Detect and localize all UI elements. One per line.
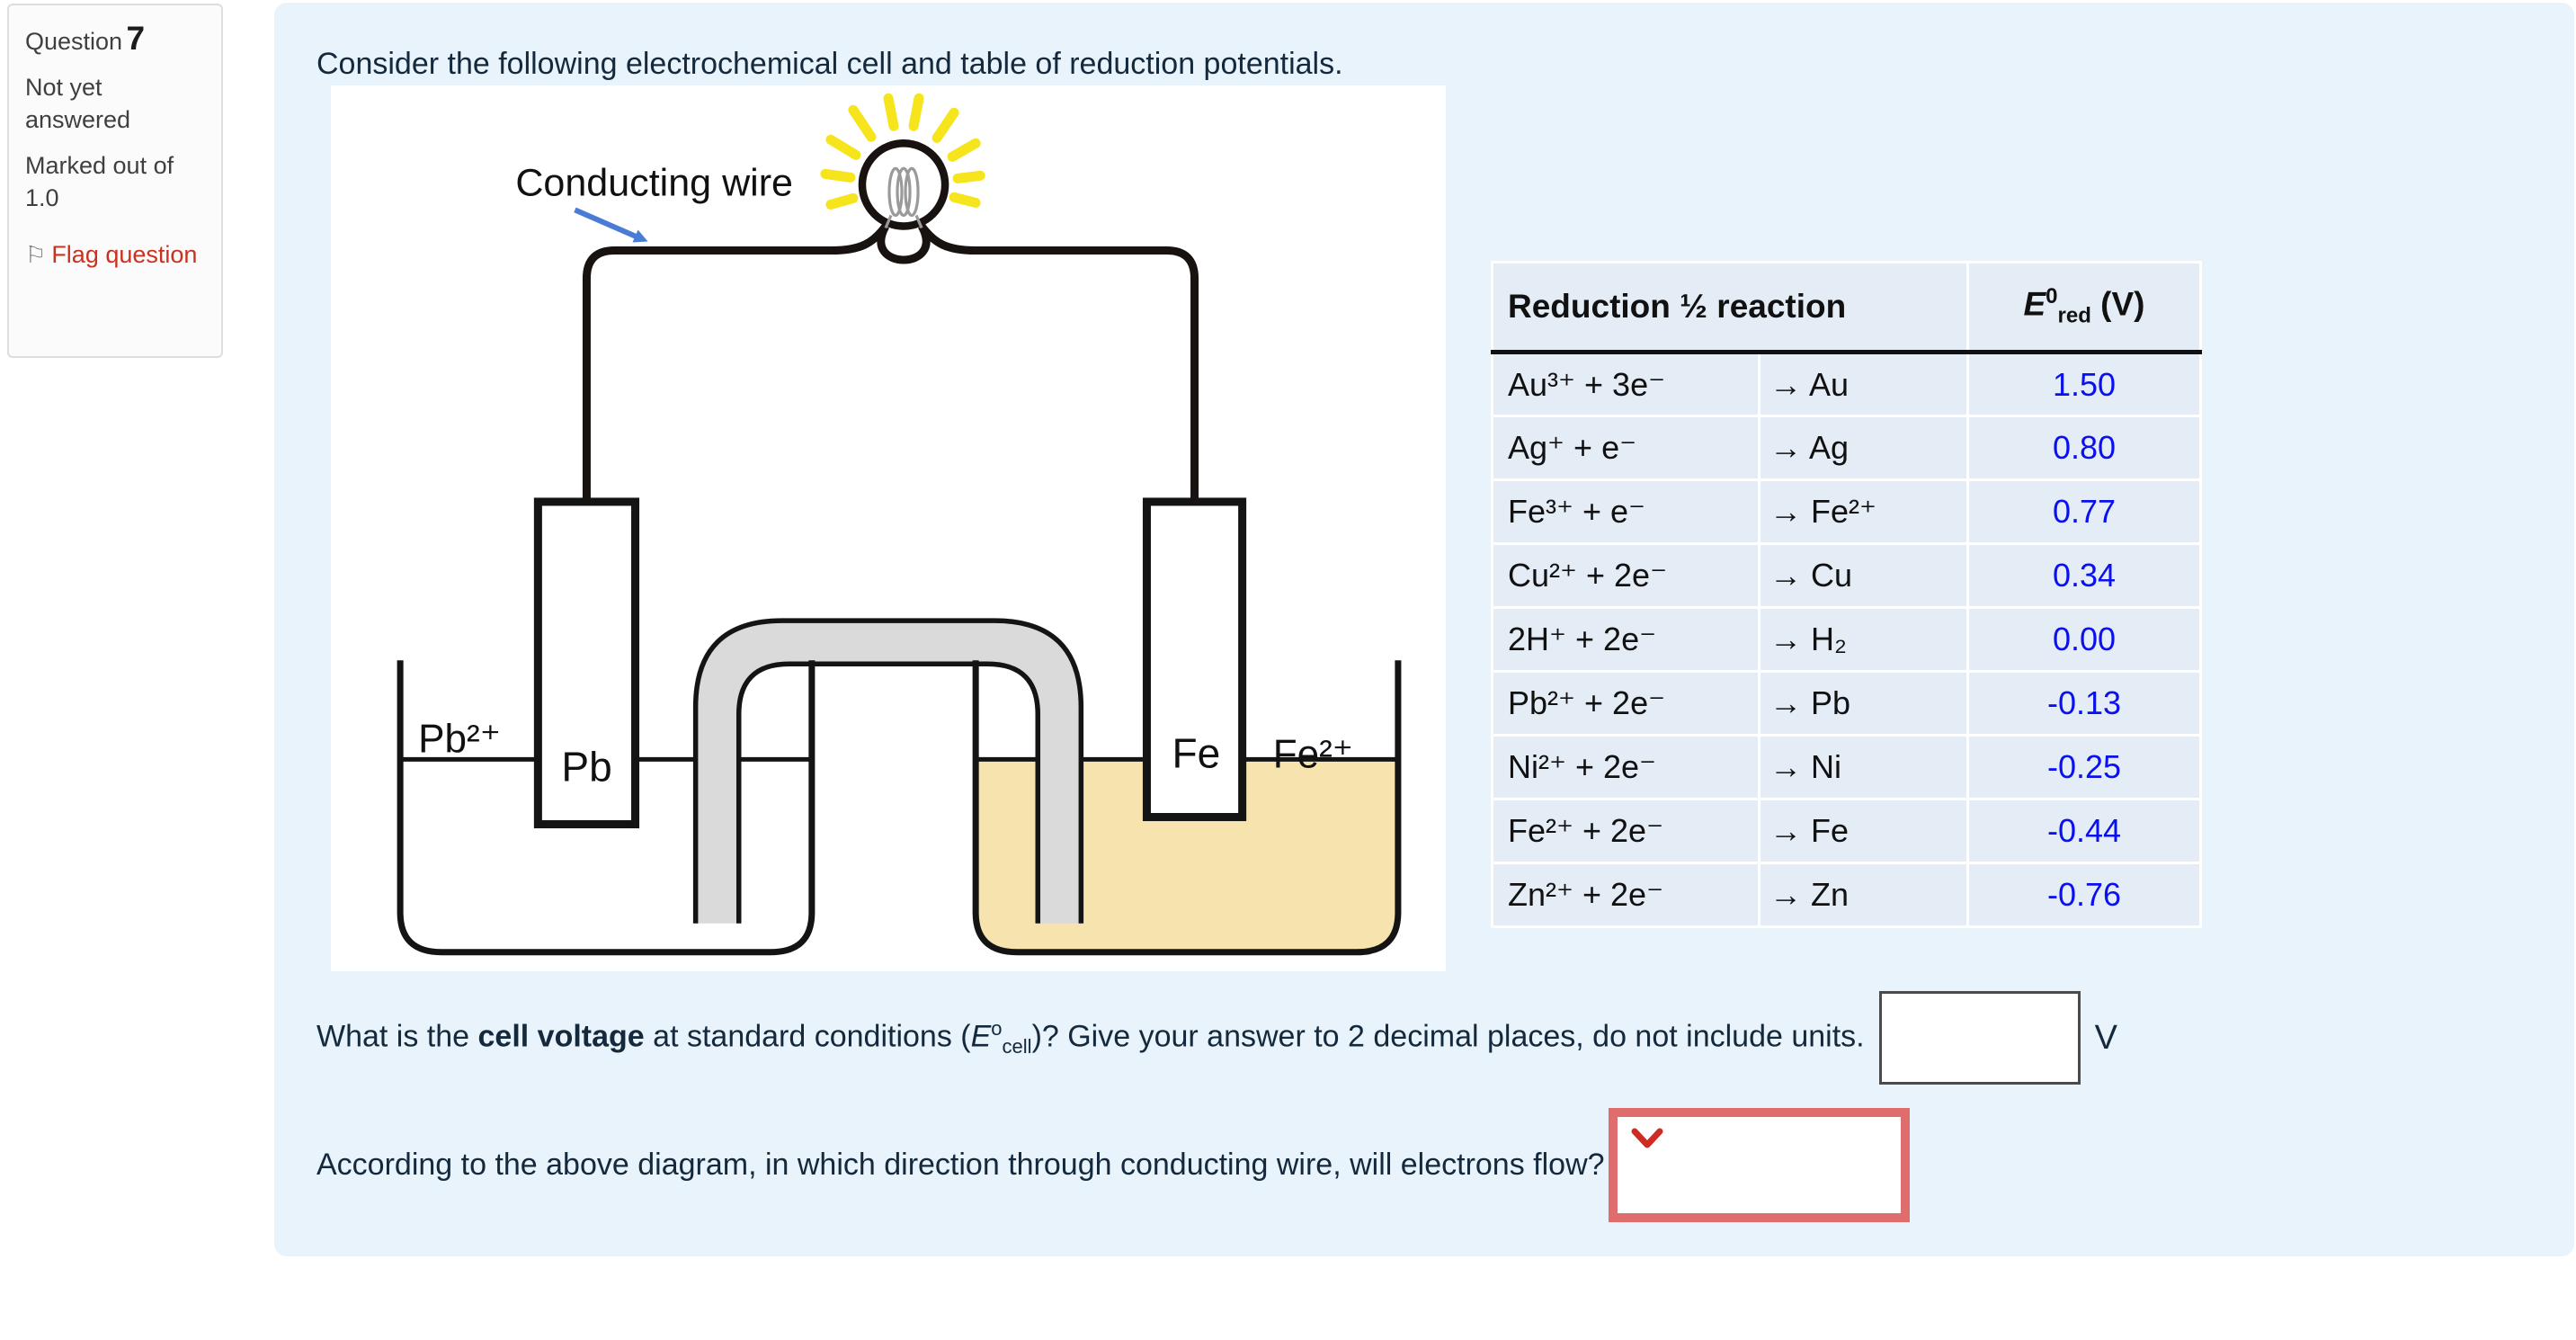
question-number-value: 7 xyxy=(126,20,146,57)
flag-icon: ⚐ xyxy=(25,240,47,268)
question-label: Question xyxy=(25,28,123,55)
cell-diagram-svg: Conducting wire Pb²⁺ Pb Fe Fe²⁺ xyxy=(397,93,1402,956)
right-beaker xyxy=(972,660,1402,956)
bulb-rays-icon xyxy=(820,93,985,210)
salt-bridge xyxy=(692,618,1084,924)
table-row: Fe³⁺ + e⁻→ Fe²⁺0.77 xyxy=(1491,478,2202,545)
question-marks: Marked out of 1.0 xyxy=(25,152,174,211)
flag-question-link[interactable]: ⚐Flag question xyxy=(25,238,205,272)
question-number: Question 7 xyxy=(25,20,205,58)
question-status: Not yet answered xyxy=(25,74,131,133)
voltage-question-text: What is the cell voltage at standard con… xyxy=(316,1016,1865,1059)
left-beaker xyxy=(397,660,816,956)
cell-diagram: Conducting wire Pb²⁺ Pb Fe Fe²⁺ xyxy=(331,85,1446,971)
table-row: Fe²⁺ + 2e⁻→ Fe-0.44 xyxy=(1491,798,2202,864)
light-bulb-icon xyxy=(858,139,949,230)
conducting-wire xyxy=(582,223,1199,502)
table-row: Ni²⁺ + 2e⁻→ Ni-0.25 xyxy=(1491,734,2202,800)
voltage-question-row: What is the cell voltage at standard con… xyxy=(316,987,2117,1088)
intro-text: Consider the following electrochemical c… xyxy=(316,47,1343,81)
chevron-down-icon xyxy=(1631,1128,1663,1148)
flag-question-label: Flag question xyxy=(51,240,198,268)
left-ion-label: Pb²⁺ xyxy=(418,717,501,761)
left-metal-label: Pb xyxy=(561,743,611,790)
direction-question-text: According to the above diagram, in which… xyxy=(316,1147,1605,1182)
lead-electrode xyxy=(533,497,640,829)
voltage-unit-label: V xyxy=(2094,1018,2117,1057)
right-metal-label: Fe xyxy=(1172,729,1221,776)
header-reaction: Reduction ½ reaction xyxy=(1491,261,1969,354)
direction-question-row: According to the above diagram, in which… xyxy=(316,1107,1910,1222)
voltage-input[interactable] xyxy=(1878,991,2081,1085)
wire-label-arrow xyxy=(574,207,648,243)
wire-label: Conducting wire xyxy=(515,161,793,204)
iron-electrode xyxy=(1142,497,1247,822)
header-e-red: E0red (V) xyxy=(1966,261,2202,354)
right-ion-label: Fe²⁺ xyxy=(1273,732,1353,776)
table-row: Zn²⁺ + 2e⁻→ Zn-0.76 xyxy=(1491,862,2202,928)
question-info-box: Question 7 Not yet answered Marked out o… xyxy=(7,4,223,358)
electron-direction-select[interactable] xyxy=(1608,1107,1910,1222)
table-row: Pb²⁺ + 2e⁻→ Pb-0.13 xyxy=(1491,670,2202,737)
reduction-potentials-table: Reduction ½ reaction E0red (V) Au³⁺ + 3e… xyxy=(1491,261,2202,928)
table-header-row: Reduction ½ reaction E0red (V) xyxy=(1491,261,2202,354)
